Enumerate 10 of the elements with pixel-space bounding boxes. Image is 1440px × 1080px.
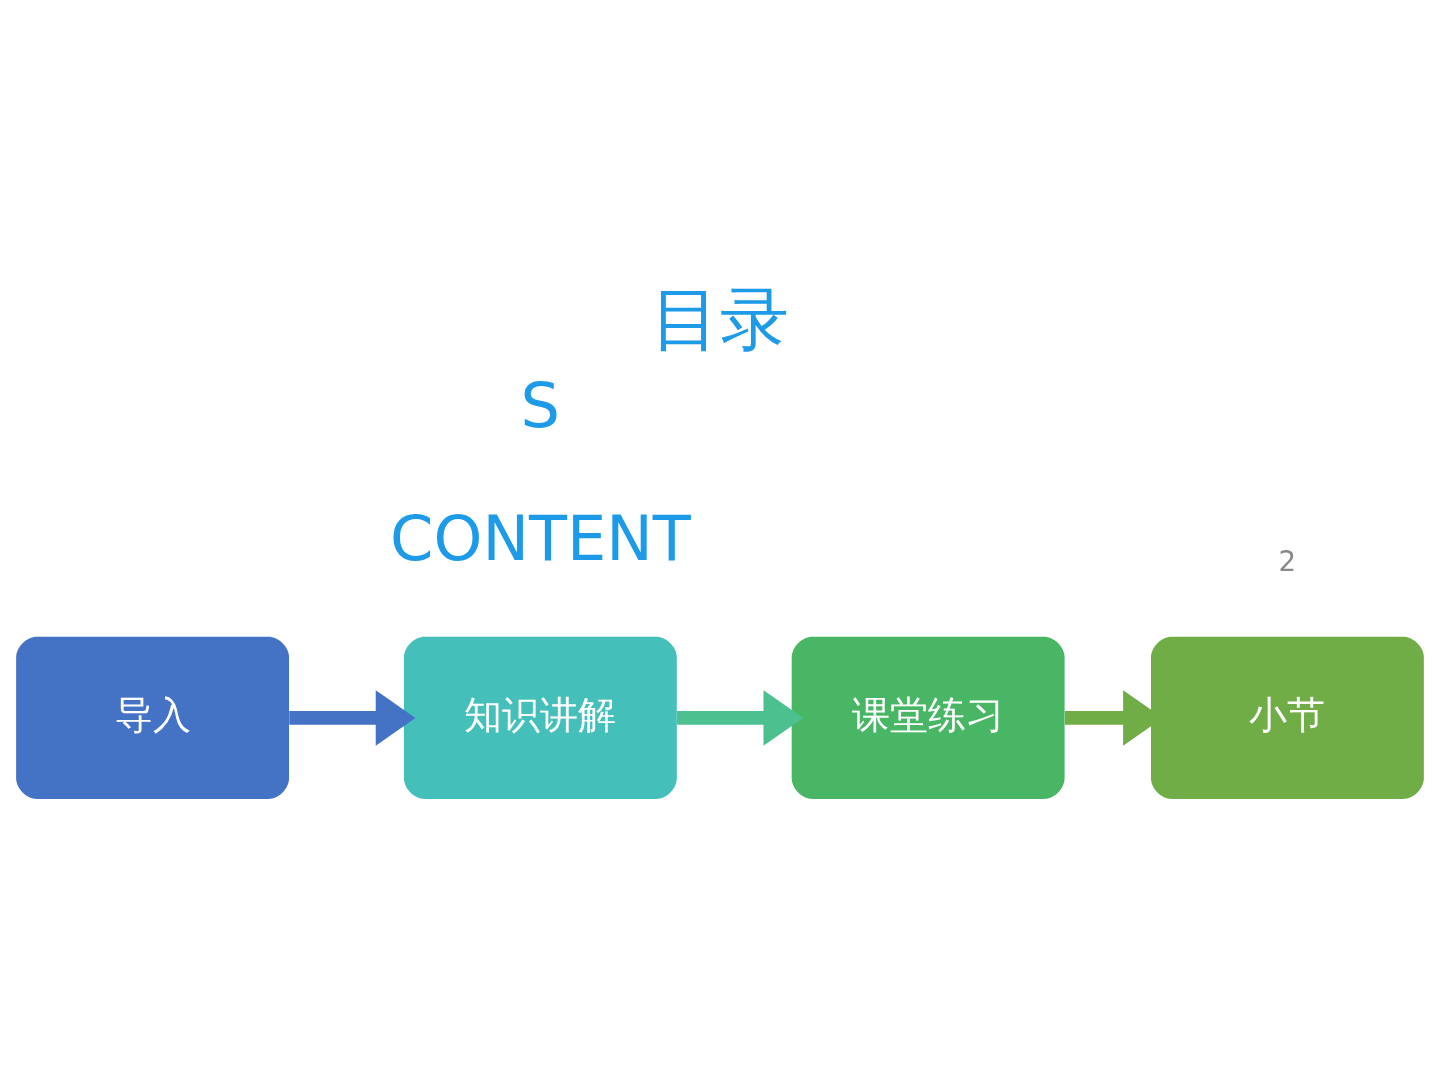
label: CONTENT bbox=[390, 502, 691, 576]
diagram-title: 目录 bbox=[651, 279, 789, 360]
node-box: 知识讲解 bbox=[403, 636, 677, 800]
node-box: 导入 bbox=[16, 636, 290, 800]
label: S bbox=[520, 369, 561, 443]
label: 2 bbox=[1278, 544, 1297, 578]
node-box: 课堂练习 bbox=[791, 636, 1065, 800]
arrow bbox=[289, 690, 416, 746]
arrow bbox=[677, 690, 804, 746]
node-box: 小节 bbox=[1150, 636, 1424, 800]
